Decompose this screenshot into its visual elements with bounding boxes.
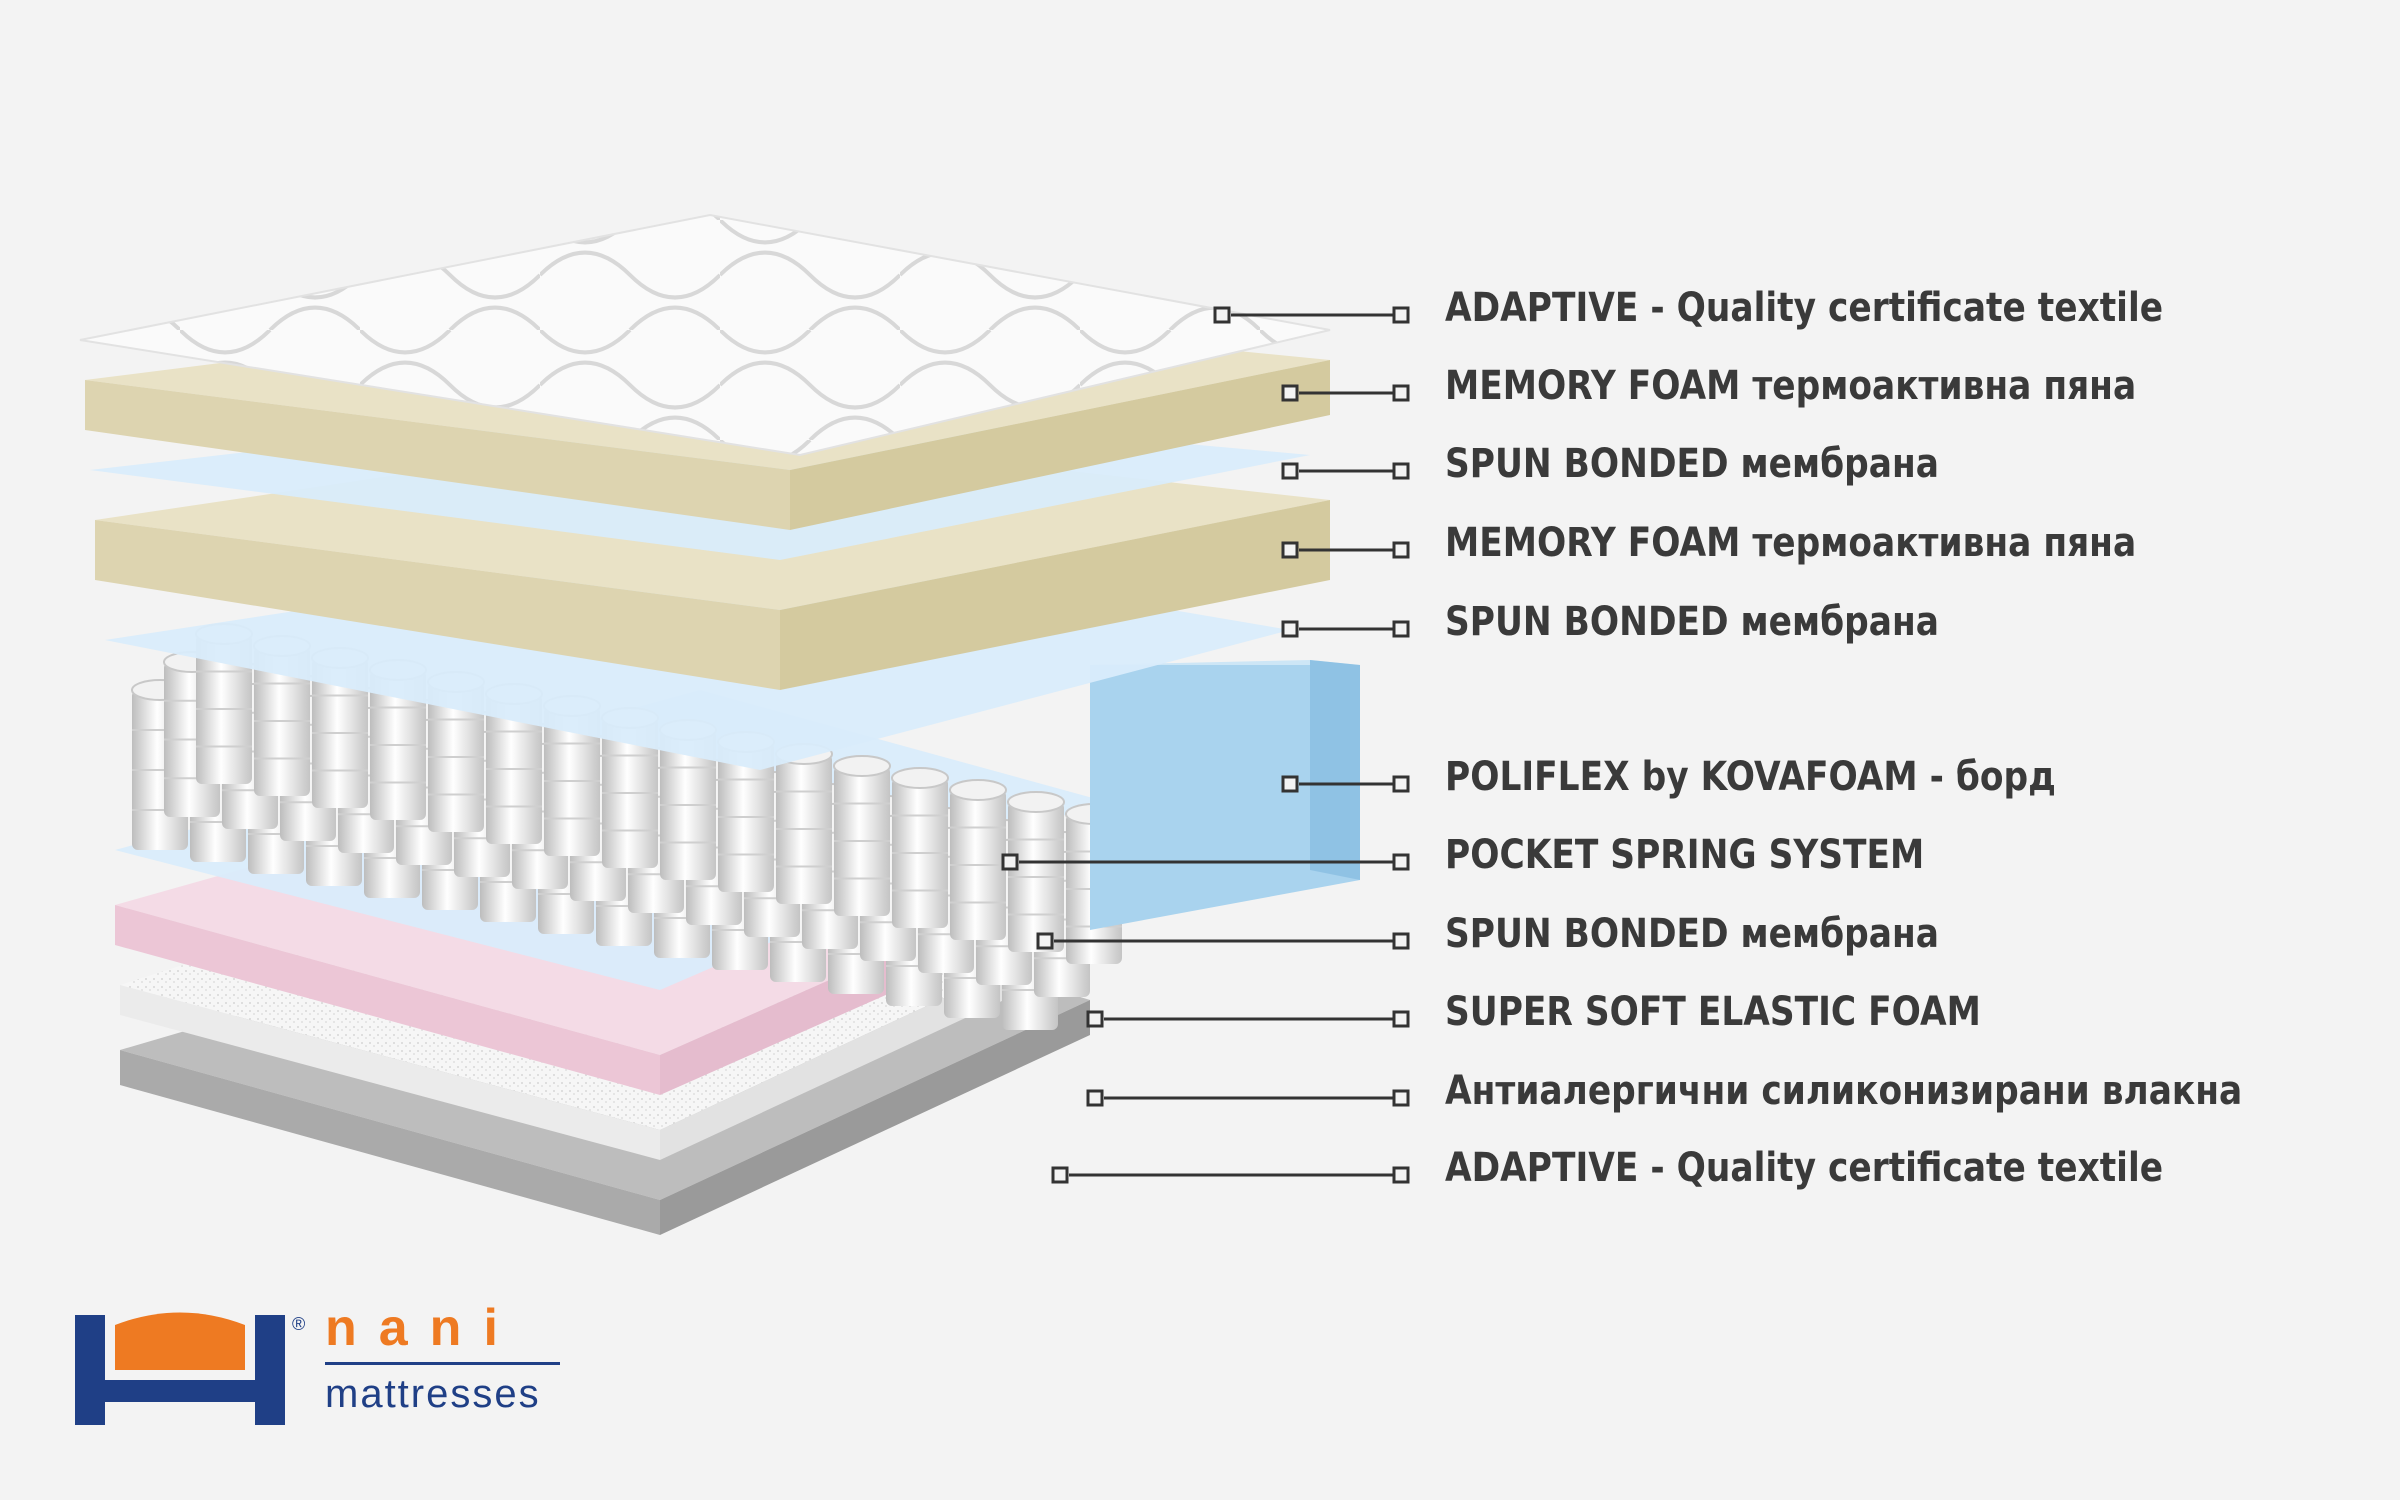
callout-marker-10-left <box>1086 1089 1104 1107</box>
callout-marker-5-left <box>1281 620 1299 638</box>
layer-label-8: SPUN BONDED мембрана <box>1445 911 1939 957</box>
callout-marker-5-right <box>1392 620 1410 638</box>
callout-marker-8-left <box>1036 932 1054 950</box>
layer-label-11: ADAPTIVE - Quality certificate textile <box>1445 1145 2164 1191</box>
pocket-spring <box>833 755 891 916</box>
layer-label-7: POCKET SPRING SYSTEM <box>1445 832 1925 878</box>
callout-marker-6-right <box>1392 775 1410 793</box>
callout-marker-1-right <box>1392 306 1410 324</box>
callout-marker-1-left <box>1213 306 1231 324</box>
layer-label-9: SUPER SOFT ELASTIC FOAM <box>1445 989 1981 1035</box>
callout-marker-6-left <box>1281 775 1299 793</box>
callout-marker-10-right <box>1392 1089 1410 1107</box>
pocket-spring <box>1007 791 1065 952</box>
layer-label-6: POLIFLEX by KOVAFOAM - борд <box>1445 754 2056 800</box>
callout-marker-11-right <box>1392 1166 1410 1184</box>
pocket-spring <box>775 743 833 904</box>
brand-sub: mattresses <box>325 1362 560 1417</box>
callout-marker-8-right <box>1392 932 1410 950</box>
callout-marker-3-right <box>1392 462 1410 480</box>
pocket-spring-system <box>131 623 1123 1030</box>
callout-marker-2-right <box>1392 384 1410 402</box>
layer-label-3: SPUN BONDED мембрана <box>1445 441 1939 487</box>
callout-marker-3-left <box>1281 462 1299 480</box>
callout-marker-4-left <box>1281 541 1299 559</box>
callout-marker-11-left <box>1051 1166 1069 1184</box>
callout-marker-2-left <box>1281 384 1299 402</box>
callout-lines <box>1001 306 1410 1184</box>
layer-label-4: MEMORY FOAM термоактивна пяна <box>1445 520 2137 566</box>
callout-marker-9-left <box>1086 1010 1104 1028</box>
pocket-spring <box>891 767 949 928</box>
layer-label-2: MEMORY FOAM термоактивна пяна <box>1445 363 2137 409</box>
callout-marker-9-right <box>1392 1010 1410 1028</box>
brand-name: nani <box>325 1299 520 1357</box>
callout-marker-7-left <box>1001 853 1019 871</box>
pocket-spring <box>949 779 1007 940</box>
registered-mark: ® <box>292 1314 305 1334</box>
layer-label-1: ADAPTIVE - Quality certificate textile <box>1445 285 2164 331</box>
brand-logo: nani mattresses <box>325 1300 560 1417</box>
callout-marker-4-right <box>1392 541 1410 559</box>
callout-marker-7-right <box>1392 853 1410 871</box>
layer-label-5: SPUN BONDED мембрана <box>1445 599 1939 645</box>
layer-top-textile <box>79 213 1331 457</box>
poliflex-board <box>1090 660 1360 930</box>
brand-logo-mark <box>75 1312 285 1425</box>
layer-label-10: Антиалергични силиконизирани влакна <box>1445 1068 2243 1114</box>
